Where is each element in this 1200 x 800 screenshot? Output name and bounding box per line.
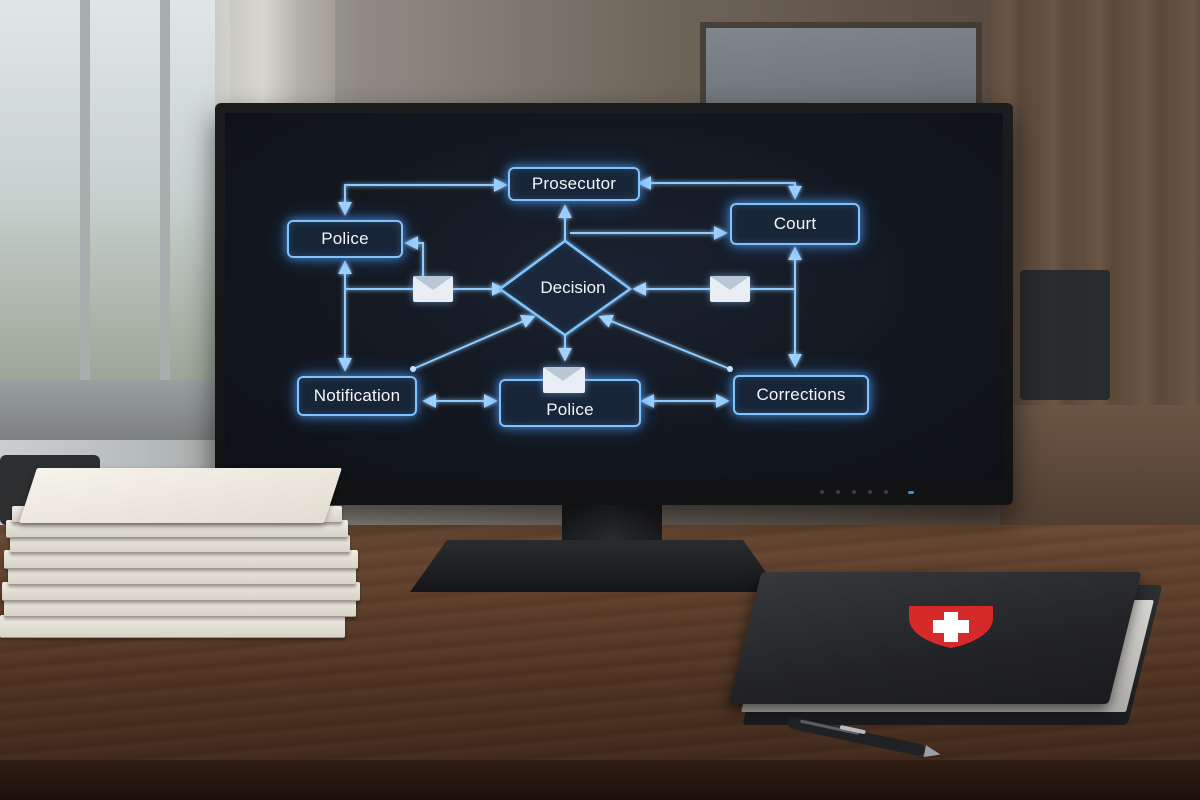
node-decision: Decision	[525, 276, 621, 300]
monitor-screen: Prosecutor Police Court Decision Notific…	[225, 113, 1003, 479]
paper-sheet	[10, 535, 350, 553]
decision-diamond	[497, 239, 633, 337]
paper-sheet	[2, 582, 360, 601]
node-label: Decision	[540, 278, 606, 297]
bezel-button	[836, 490, 840, 494]
paper-sheet	[6, 520, 348, 538]
node-label: Notification	[313, 386, 401, 405]
office-window	[0, 0, 230, 430]
window-mullion	[80, 0, 90, 430]
paper-sheet	[4, 550, 358, 569]
connector-envelope-police	[404, 236, 424, 279]
power-led-icon	[908, 490, 914, 494]
swiss-cross-shield-icon	[909, 606, 993, 648]
paper-sheet-top	[19, 468, 342, 523]
bezel-button	[868, 490, 872, 494]
monitor-stand-base	[410, 540, 780, 592]
node-corrections: Corrections	[733, 375, 869, 415]
node-label: Prosecutor	[531, 174, 617, 193]
envelope-icon	[543, 367, 585, 393]
paper-sheet	[8, 566, 356, 585]
bezel-button	[884, 490, 888, 494]
connector-corrections-decision	[598, 314, 731, 370]
bezel-button	[852, 490, 856, 494]
node-prosecutor: Prosecutor	[508, 167, 640, 201]
connector-dot	[410, 366, 416, 372]
node-police-top: Police	[287, 220, 403, 258]
pen-icon	[787, 717, 941, 757]
connector-dot	[727, 366, 733, 372]
paper-sheet	[4, 598, 356, 617]
connector-notification-decision	[412, 315, 536, 370]
background-monitor	[1020, 270, 1110, 400]
node-court: Court	[730, 203, 860, 245]
desktop-monitor: Prosecutor Police Court Decision Notific…	[215, 103, 1013, 505]
bezel-button	[820, 490, 824, 494]
paper-sheet	[0, 615, 345, 638]
envelope-icon	[413, 276, 453, 302]
connector-prosecutor-court	[637, 176, 802, 200]
background-desk	[1000, 405, 1200, 545]
window-mullion	[160, 0, 170, 430]
node-notification: Notification	[297, 376, 417, 416]
node-label: Court	[773, 214, 817, 233]
window-sill	[0, 380, 240, 440]
node-label: Police	[321, 229, 369, 248]
node-label: Police	[546, 400, 594, 419]
node-label: Corrections	[756, 385, 846, 404]
monitor-bezel-buttons	[820, 488, 940, 496]
connector-police-prosecutor	[338, 178, 508, 216]
desk-edge	[0, 760, 1200, 800]
envelope-icon	[710, 276, 750, 302]
